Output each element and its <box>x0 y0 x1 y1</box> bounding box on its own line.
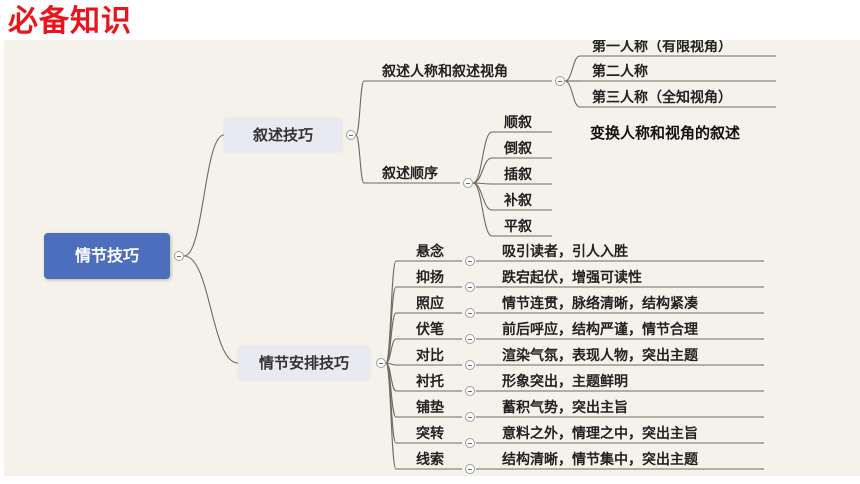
order-collapse-toggle[interactable] <box>463 178 473 188</box>
perspective-note: 变换人称和视角的叙述 <box>590 124 741 142</box>
technique-label-4[interactable]: 伏笔 <box>416 322 444 338</box>
connector-root-plot-arrangement <box>183 255 239 364</box>
connector-narration-perspective <box>355 80 365 136</box>
order-item-3: 插叙 <box>504 167 532 183</box>
technique-label-8[interactable]: 突转 <box>416 426 444 442</box>
perspective-node[interactable]: 叙述人称和叙述视角 <box>382 64 508 80</box>
order-node[interactable]: 叙述顺序 <box>382 166 438 182</box>
technique-label-6[interactable]: 衬托 <box>416 374 444 390</box>
connector-technique-4 <box>385 338 397 364</box>
mind-map-connectors <box>183 55 776 470</box>
connector-order-item-1 <box>472 131 493 184</box>
technique-collapse-toggle-8[interactable] <box>465 438 475 448</box>
technique-desc-3: 情节连贯，脉络清晰，结构紧凑 <box>502 296 698 312</box>
perspective-collapse-toggle[interactable] <box>555 76 565 86</box>
technique-desc-9: 结构清晰，情节集中，突出主题 <box>502 452 698 468</box>
order-item-5: 平叙 <box>504 219 532 235</box>
root-collapse-toggle[interactable] <box>174 251 184 261</box>
technique-label-9[interactable]: 线索 <box>416 452 444 468</box>
mind-map: 情节技巧 叙述技巧情节安排技巧 叙述人称和叙述视角 第一人称（有限视角） 第二人称第三人… <box>4 40 860 476</box>
connector-perspective-item-1 <box>564 55 581 82</box>
branch-node-plot-arrangement[interactable]: 情节安排技巧 <box>238 346 370 380</box>
technique-desc-7: 蓄积气势，突出主旨 <box>502 400 628 416</box>
order-item-1: 顺叙 <box>504 115 532 131</box>
technique-desc-2: 跌宕起伏，增强可读性 <box>502 270 642 286</box>
branch-node-narration[interactable]: 叙述技巧 <box>224 118 342 152</box>
connector-narration-order <box>355 134 365 184</box>
technique-desc-5: 渲染气氛，表现人物，突出主题 <box>502 348 698 364</box>
page-title: 必备知识 <box>8 4 132 39</box>
technique-collapse-toggle-2[interactable] <box>465 282 475 292</box>
technique-label-3[interactable]: 照应 <box>416 296 444 312</box>
technique-label-5[interactable]: 对比 <box>416 348 444 364</box>
technique-desc-4: 前后呼应，结构严谨，情节合理 <box>502 322 698 338</box>
connector-technique-3 <box>385 312 397 364</box>
connector-order-item-2 <box>472 157 493 184</box>
narration-collapse-toggle[interactable] <box>346 130 356 140</box>
perspective-item-3: 第三人称（全知视角） <box>592 90 732 106</box>
technique-label-7[interactable]: 铺垫 <box>416 400 444 416</box>
connector-order-item-4 <box>472 182 493 211</box>
order-item-4: 补叙 <box>504 193 532 209</box>
connector-technique-9 <box>385 362 397 470</box>
technique-collapse-toggle-7[interactable] <box>465 412 475 422</box>
plot-arrangement-collapse-toggle[interactable] <box>376 358 386 368</box>
order-item-2: 倒叙 <box>504 141 532 157</box>
connector-perspective-item-3 <box>564 80 581 108</box>
technique-desc-1: 吸引读者，引人入胜 <box>502 244 628 260</box>
technique-desc-6: 形象突出，主题鲜明 <box>502 374 628 390</box>
technique-label-2[interactable]: 抑扬 <box>416 270 444 286</box>
connector-root-narration <box>183 134 225 257</box>
technique-collapse-toggle-9[interactable] <box>465 464 475 474</box>
technique-desc-8: 意料之外，情理之中，突出主旨 <box>502 426 698 442</box>
technique-collapse-toggle-6[interactable] <box>465 386 475 396</box>
perspective-item-2: 第二人称 <box>592 64 648 80</box>
technique-collapse-toggle-5[interactable] <box>465 360 475 370</box>
technique-collapse-toggle-3[interactable] <box>465 308 475 318</box>
connector-technique-1 <box>385 260 397 364</box>
root-node[interactable]: 情节技巧 <box>44 233 170 279</box>
technique-collapse-toggle-4[interactable] <box>465 334 475 344</box>
technique-collapse-toggle-1[interactable] <box>465 256 475 266</box>
connector-order-item-5 <box>472 182 493 237</box>
technique-label-1[interactable]: 悬念 <box>416 244 444 260</box>
perspective-item-1: 第一人称（有限视角） <box>592 40 732 55</box>
